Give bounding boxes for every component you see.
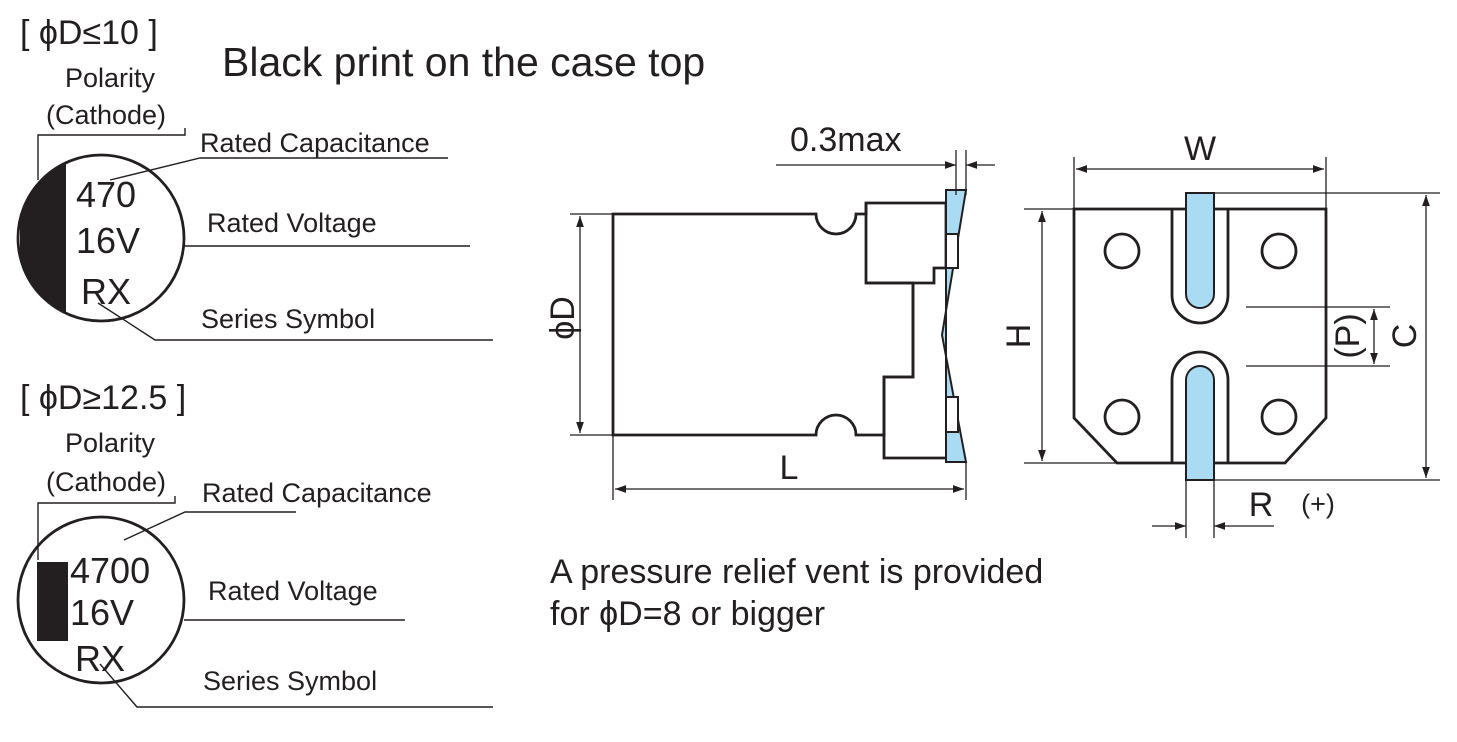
polarity-label: Polarity [65,63,156,93]
mounting-hole [1103,232,1141,270]
polarity-leader [37,128,186,180]
heading-large-case: [ ϕD≥12.5 ] [20,379,186,417]
series-symbol-label: Series Symbol [203,666,377,696]
series-leader [97,302,493,341]
capacitance-value: 4700 [70,550,150,591]
series-value: RX [75,638,125,679]
rated-voltage-label: Rated Voltage [207,208,377,238]
case-body-outline [611,201,948,437]
slot-top [1170,209,1230,325]
voltage-value: 16V [76,220,140,261]
polarity-label: Polarity [65,428,156,458]
cathode-label: (Cathode) [46,467,166,497]
max-label: 0.3max [790,121,902,159]
positive-label: (+) [1301,489,1335,519]
bottom-view: W H (P) C R (+) [1000,130,1440,538]
series-value: RX [81,271,131,312]
rated-capacitance-label: Rated Capacitance [202,478,432,508]
capacitance-leader [123,511,296,541]
polarity-leader [37,496,176,560]
cathode-bar [37,562,68,641]
terminal-notch-top [945,233,959,269]
side-view: 0.3max ϕD L [544,121,995,500]
case-top-circle [16,515,186,685]
vent-note-line2: for ϕD=8 or bigger [550,595,825,633]
marking-large-case: [ ϕD≥12.5 ] Polarity (Cathode) Rated Cap… [16,379,493,708]
r-label: R [1249,486,1274,524]
terminal-anode [1185,365,1215,481]
height-label: H [1000,324,1038,349]
mounting-hole [1260,398,1298,436]
width-label: W [1184,130,1216,168]
terminal-notch-bottom [945,396,959,433]
vent-note-line1: A pressure relief vent is provided [550,553,1043,591]
mounting-hole [1103,398,1141,436]
cathode-label: (Cathode) [46,100,166,130]
capacitance-value: 470 [76,174,136,215]
mounting-hole [1260,232,1298,270]
heading-small-case: [ ϕD≤10 ] [20,14,158,52]
voltage-value: 16V [70,592,134,633]
rated-voltage-label: Rated Voltage [208,576,378,606]
series-leader [99,663,493,708]
marking-small-case: [ ϕD≤10 ] Polarity (Cathode) Rated Capac… [16,14,493,341]
c-label: C [1386,324,1424,349]
pitch-label: (P) [1329,313,1367,358]
title: Black print on the case top [222,39,705,85]
slot-bottom [1170,350,1230,463]
capacitance-leader [109,157,448,181]
series-symbol-label: Series Symbol [201,304,375,334]
case-top-circle [16,153,186,323]
rated-capacitance-label: Rated Capacitance [200,128,430,158]
cathode-band [20,155,66,321]
length-label: L [780,449,799,487]
diameter-label: ϕD [544,296,582,340]
terminal-cathode [1185,192,1215,309]
seat-plate-outline [864,203,946,460]
